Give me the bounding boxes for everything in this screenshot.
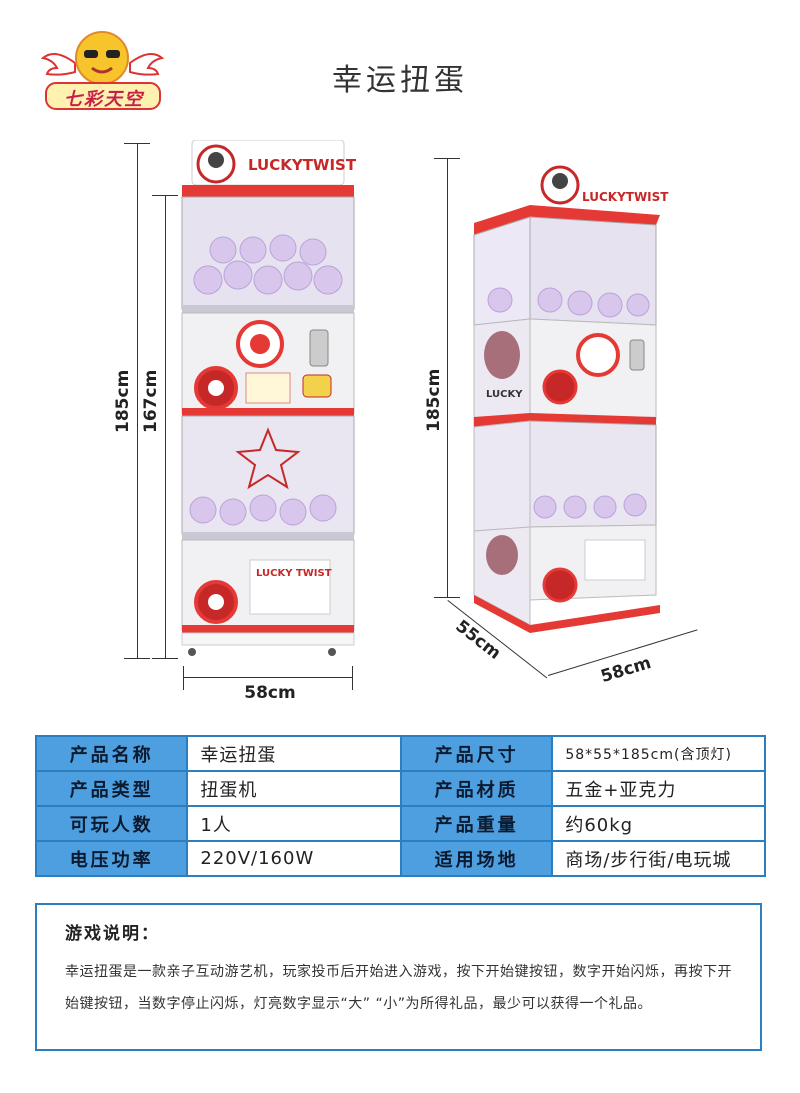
logo-text: 七彩天空 — [64, 89, 144, 110]
spec-label: 电压功率 — [34, 840, 189, 877]
spec-label: 产品材质 — [399, 770, 554, 807]
front-total-height-tick-bottom — [124, 658, 150, 659]
page-title: 幸运扭蛋 — [332, 63, 468, 98]
spec-value: 商场/步行街/电玩城 — [551, 840, 766, 877]
svg-text:LUCKY TWIST: LUCKY TWIST — [256, 568, 332, 579]
front-total-height-tick-top — [124, 143, 150, 144]
spec-value: 58*55*185cm(含顶灯) — [551, 735, 766, 772]
spec-value: 幸运扭蛋 — [186, 735, 402, 772]
spec-value: 220V/160W — [186, 840, 402, 877]
spec-label: 产品重量 — [399, 805, 554, 842]
front-total-height-line — [137, 143, 138, 658]
description-title: 游戏说明： — [65, 924, 160, 944]
spec-table: 产品名称 幸运扭蛋 产品尺寸 58*55*185cm(含顶灯) 产品类型 扭蛋机… — [34, 735, 766, 877]
spec-label: 可玩人数 — [34, 805, 189, 842]
side-height-line — [447, 158, 448, 598]
spec-label: 产品尺寸 — [399, 735, 554, 772]
svg-text:LUCKYTWIST: LUCKYTWIST — [582, 190, 669, 204]
front-width-label: 58cm — [244, 683, 296, 703]
front-view-machine: LUCKYTWIST LUCKY TWIST — [181, 140, 357, 656]
front-body-height-line — [165, 195, 166, 658]
game-description: 游戏说明： 幸运扭蛋是一款亲子互动游艺机，玩家投币后开始进入游戏，按下开始键按钮… — [35, 903, 762, 1051]
front-body-height-tick-bottom — [152, 658, 178, 659]
spec-value: 1人 — [186, 805, 402, 842]
side-height-tick-bottom — [434, 597, 460, 598]
table-row: 产品类型 扭蛋机 产品材质 五金+亚克力 — [34, 770, 766, 807]
side-height-tick-top — [434, 158, 460, 159]
description-text: 幸运扭蛋是一款亲子互动游艺机，玩家投币后开始进入游戏，按下开始键按钮，数字开始闪… — [65, 964, 732, 1012]
table-row: 可玩人数 1人 产品重量 约60kg — [34, 805, 766, 842]
spec-value: 约60kg — [551, 805, 766, 842]
front-total-height-label: 185cm — [113, 369, 133, 433]
spec-value: 扭蛋机 — [186, 770, 402, 807]
front-body-height-tick-top — [152, 195, 178, 196]
spec-label: 产品名称 — [34, 735, 189, 772]
front-body-height-label: 167cm — [141, 369, 161, 433]
table-row: 电压功率 220V/160W 适用场地 商场/步行街/电玩城 — [34, 840, 766, 877]
spec-label: 产品类型 — [34, 770, 189, 807]
brand-logo: 七彩天空 — [40, 28, 165, 113]
side-view-machine: LUCKYTWIST LUCKY — [473, 165, 669, 633]
svg-text:LUCKY: LUCKY — [486, 389, 523, 400]
spec-label: 适用场地 — [399, 840, 554, 877]
spec-value: 五金+亚克力 — [551, 770, 766, 807]
front-width-tick-left — [183, 666, 184, 690]
table-row: 产品名称 幸运扭蛋 产品尺寸 58*55*185cm(含顶灯) — [34, 735, 766, 772]
svg-text:LUCKYTWIST: LUCKYTWIST — [248, 156, 357, 174]
front-width-line — [183, 677, 353, 678]
side-height-label: 185cm — [424, 368, 444, 432]
front-width-tick-right — [352, 666, 353, 690]
